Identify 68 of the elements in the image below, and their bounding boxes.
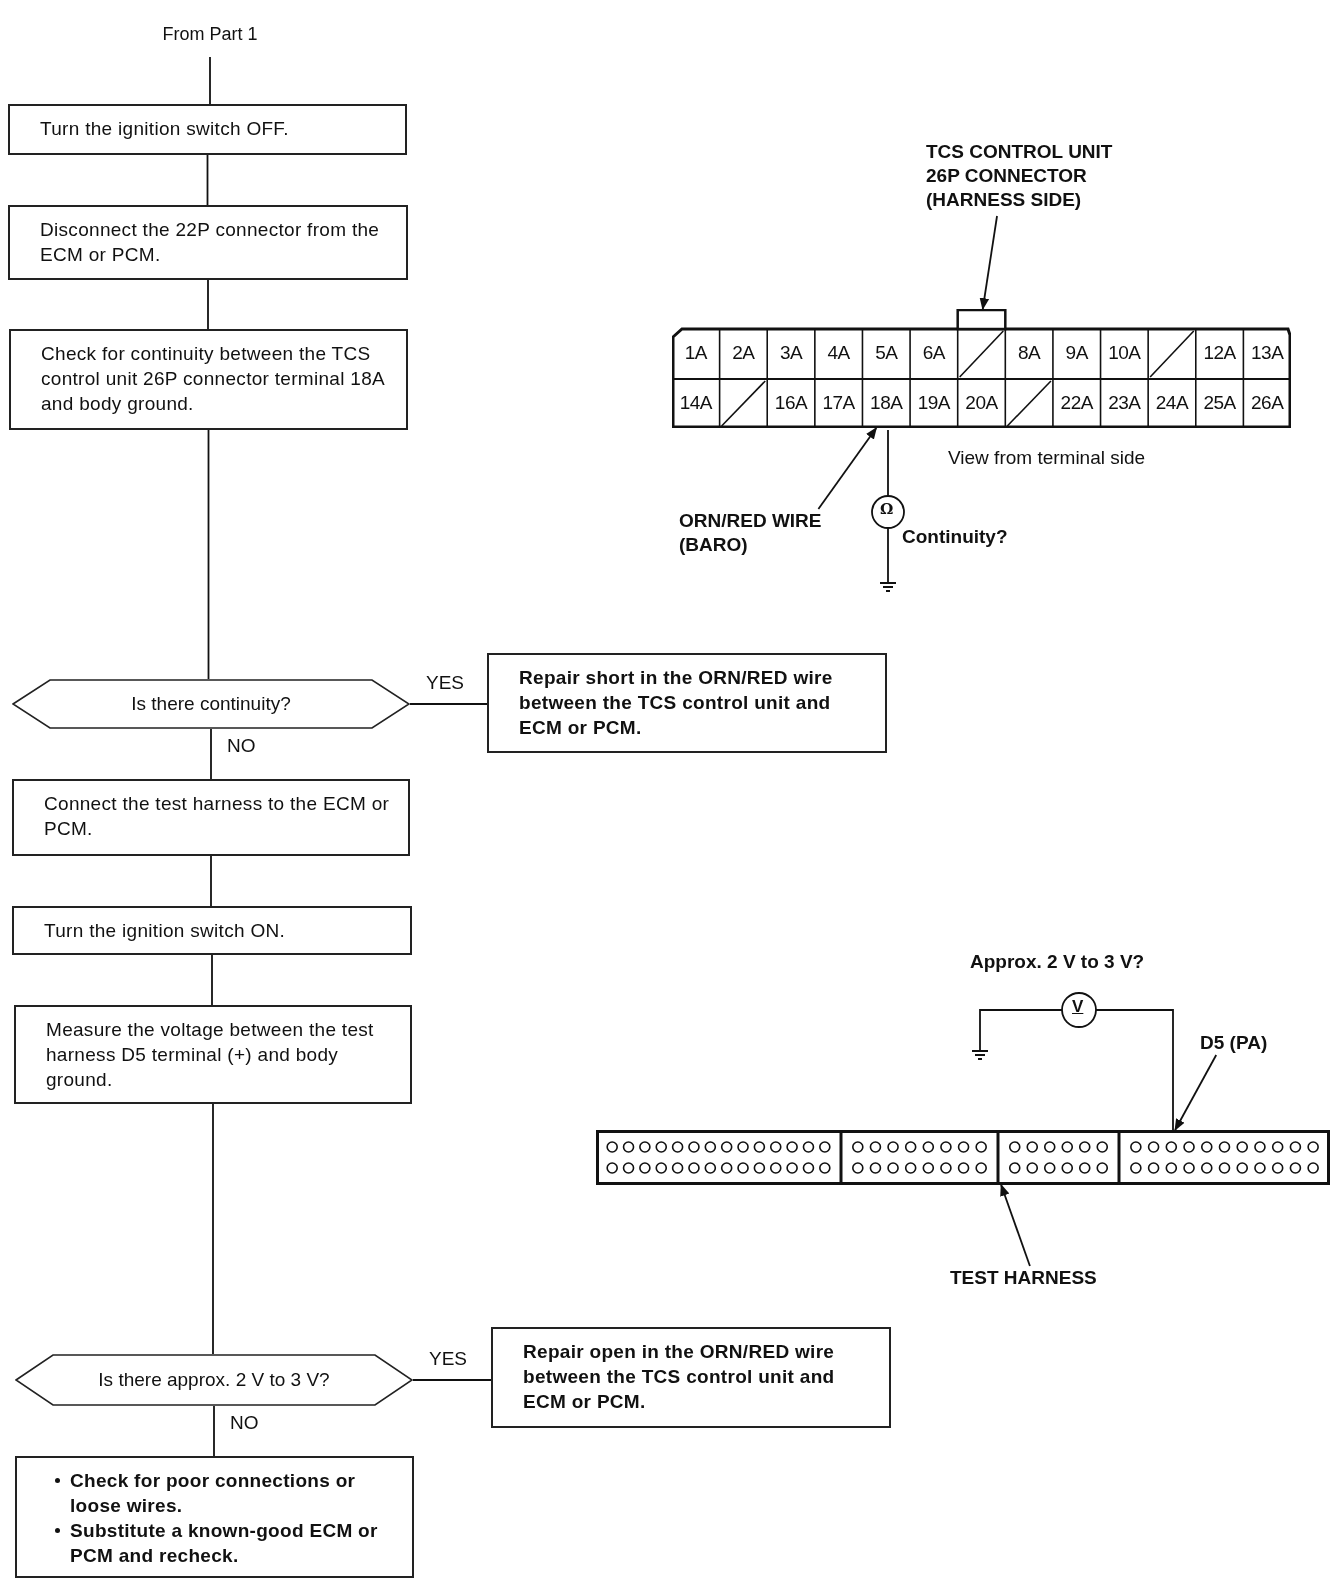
pin-label: 14A — [678, 392, 714, 414]
process-box — [14, 1005, 412, 1104]
pin-label: 23A — [1107, 392, 1142, 414]
step-text: Connect the test harness to the ECM or PCM. — [44, 792, 391, 841]
process-box — [8, 205, 408, 280]
step-text: Turn the ignition switch OFF. — [40, 117, 290, 141]
connector-line — [409, 703, 488, 705]
pin-label: 3A — [778, 342, 804, 364]
pin-label: 17A — [821, 392, 856, 414]
pin-label: 26A — [1250, 392, 1285, 414]
step-text: Disconnect the 22P connector from the ECM or PCM. — [40, 218, 381, 267]
connector-line — [206, 154, 209, 206]
callout-text: TEST HARNESS — [950, 1266, 1120, 1292]
pin-label: 4A — [826, 342, 851, 364]
connector-line — [207, 429, 210, 680]
step-text: Turn the ignition switch ON. — [44, 919, 287, 943]
pin-label: 8A — [1016, 342, 1042, 364]
start-label: From Part 1 — [150, 24, 270, 48]
process-box — [15, 1456, 414, 1578]
note-text: View from terminal side — [948, 447, 1146, 469]
pin-label: 19A — [916, 392, 952, 414]
leader-line — [1000, 1183, 1031, 1267]
step-text: Measure the voltage between the test harness D5 terminal (+) and body ground. — [46, 1018, 375, 1092]
pin-label: 10A — [1107, 342, 1142, 364]
process-box — [12, 906, 412, 955]
pin-label: 20A — [964, 392, 999, 414]
leader-line — [1174, 1054, 1218, 1132]
callout-text: TCS CONTROL UNIT 26P CONNECTOR (HARNESS SIDE) — [926, 140, 1148, 216]
pin-label: 18A — [869, 392, 904, 414]
pin-label: 2A — [731, 342, 756, 364]
note-text: Continuity? — [902, 526, 1008, 548]
pin-label: 12A — [1202, 342, 1237, 364]
pin-label: 9A — [1064, 342, 1090, 364]
pin-label: 22A — [1059, 392, 1095, 414]
ohm-symbol: Ω — [880, 500, 894, 518]
repair-box — [491, 1327, 891, 1428]
step-text: Check for poor connections or loose wires. — [70, 1469, 357, 1518]
process-box — [9, 329, 408, 430]
pin-label: 6A — [921, 342, 947, 364]
step-text: Check for continuity between the TCS control unit 26P connector terminal 18A and body ground. — [41, 342, 386, 416]
connector-line — [210, 855, 212, 907]
connector-line — [211, 954, 213, 1006]
connector-line — [209, 56, 211, 105]
pin-label: 5A — [874, 342, 899, 364]
process-box — [12, 779, 410, 856]
question-text: Is there continuity? — [131, 693, 291, 715]
pin-label: 24A — [1154, 392, 1190, 414]
pin-label: 13A — [1250, 342, 1285, 364]
connector-line — [207, 279, 209, 330]
step-text: Repair open in the ORN/RED wire between the TCS control unit and ECM or PCM. — [523, 1340, 836, 1414]
process-box — [8, 104, 407, 155]
callout-text: ORN/RED WIRE (BARO) — [679, 509, 849, 559]
pin-label: 25A — [1202, 392, 1237, 414]
connector-line — [213, 1405, 215, 1457]
connector-line — [212, 1103, 214, 1355]
step-text: Repair short in the ORN/RED wire between the TCS control unit and ECM or PCM. — [519, 666, 834, 740]
leader-line — [817, 427, 878, 510]
connector-line — [412, 1379, 492, 1381]
pin-label: 1A — [683, 342, 709, 364]
step-text: Substitute a known-good ECM or PCM and recheck. — [70, 1519, 379, 1568]
volt-symbol: V — [1072, 997, 1084, 1017]
pin-label: 16A — [773, 392, 809, 414]
question-text: Is there approx. 2 V to 3 V? — [98, 1369, 330, 1391]
connector-line — [210, 728, 212, 780]
repair-box — [487, 653, 887, 753]
note-text: Approx. 2 V to 3 V? — [970, 951, 1145, 973]
callout-text: D5 (PA) — [1200, 1031, 1290, 1055]
leader-line — [979, 215, 998, 311]
